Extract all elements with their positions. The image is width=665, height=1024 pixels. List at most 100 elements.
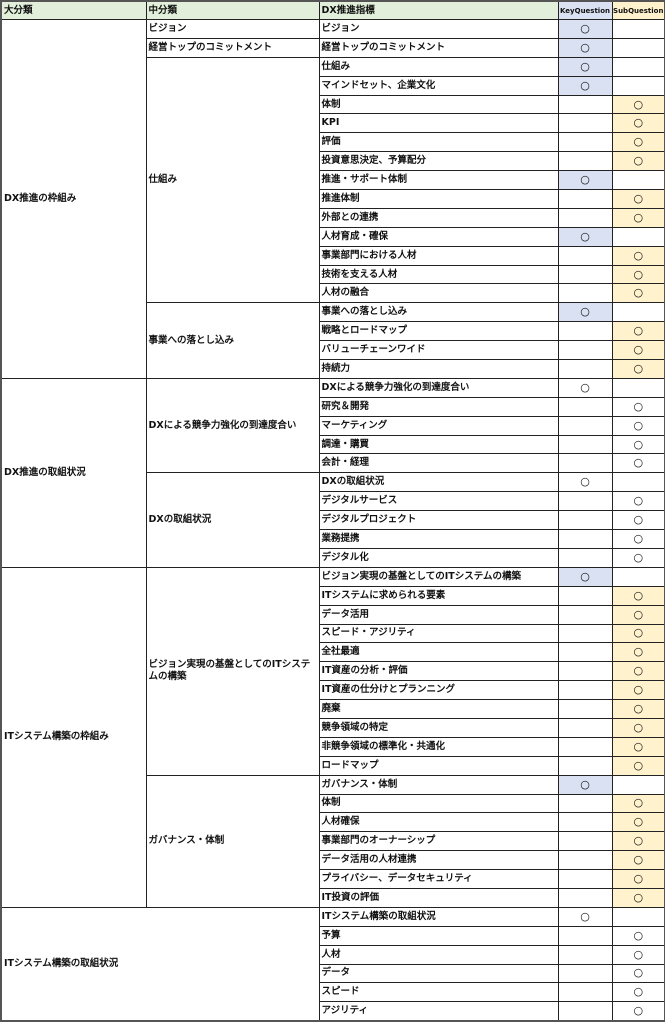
key-question-mark: ○ bbox=[557, 56, 613, 77]
sub-question-mark: ○ bbox=[611, 207, 665, 228]
middle-category: ビジョン bbox=[145, 19, 320, 39]
sub-question-mark: ○ bbox=[611, 887, 665, 908]
middle-category: ビジョン実現の基盤としてのITシステムの構築 bbox=[145, 566, 320, 776]
sub-question-mark: ○ bbox=[611, 604, 665, 625]
key-question-mark bbox=[557, 453, 613, 474]
key-question-mark bbox=[557, 680, 613, 701]
indicator-label: IT投資の評価 bbox=[318, 887, 559, 908]
indicator-label: 技術を支える人材 bbox=[318, 264, 559, 285]
middle-category: ガバナンス・体制 bbox=[145, 774, 320, 908]
indicator-label: 仕組み bbox=[318, 56, 559, 77]
key-question-mark bbox=[557, 755, 613, 776]
table-row: ガバナンス・体制ガバナンス・体制 ○ bbox=[1, 774, 665, 908]
table-row: IT資産の仕分けとプランニング○ bbox=[1, 680, 665, 701]
key-question-mark bbox=[557, 925, 613, 946]
indicator-label: アジリティ bbox=[318, 1001, 559, 1022]
key-question-mark bbox=[557, 434, 613, 455]
table-row: 体制○ bbox=[1, 94, 665, 115]
indicator-label: 業務提携 bbox=[318, 529, 559, 549]
key-question-mark bbox=[557, 699, 613, 719]
sub-question-mark: ○ bbox=[611, 963, 665, 984]
indicator-label: ITシステムに求められる要素 bbox=[318, 585, 559, 606]
sub-question-mark: ○ bbox=[611, 585, 665, 606]
sub-question-mark: ○ bbox=[611, 642, 665, 663]
sub-question-mark: ○ bbox=[611, 132, 665, 153]
key-question-mark bbox=[557, 623, 613, 644]
table-row: IT資産の分析・評価○ bbox=[1, 661, 665, 682]
middle-category: 経営トップのコミットメント bbox=[145, 37, 320, 58]
indicator-label: IT資産の仕分けとプランニング bbox=[318, 680, 559, 701]
table-row: 人材○ bbox=[1, 944, 665, 965]
indicator-label: 人材の融合 bbox=[318, 283, 559, 304]
key-question-mark bbox=[557, 245, 613, 266]
table-row: 人材の融合○ bbox=[1, 283, 665, 304]
key-question-mark bbox=[557, 94, 613, 115]
sub-question-mark: ○ bbox=[611, 321, 665, 342]
sub-question-mark: ○ bbox=[611, 736, 665, 757]
middle-category: 事業への落とし込み bbox=[145, 302, 320, 379]
indicator-label: ガバナンス・体制 bbox=[318, 774, 559, 795]
key-question-mark: ○ bbox=[557, 170, 613, 191]
indicator-label: 予算 bbox=[318, 925, 559, 946]
sub-question-mark: ○ bbox=[611, 623, 665, 644]
indicator-label: 研究＆開発 bbox=[318, 396, 559, 417]
indicator-label: 評価 bbox=[318, 132, 559, 153]
header-middle: 中分類 bbox=[145, 0, 320, 20]
sub-question-mark bbox=[611, 19, 665, 39]
table-row: 調達・購買○ bbox=[1, 434, 665, 455]
table-row: アジリティ ○ bbox=[1, 1001, 665, 1022]
sub-question-mark bbox=[611, 906, 665, 927]
key-question-mark bbox=[557, 887, 613, 908]
key-question-mark bbox=[557, 831, 613, 852]
indicator-label: 体制 bbox=[318, 793, 559, 814]
sub-question-mark: ○ bbox=[611, 793, 665, 814]
indicator-label: 競争領域の特定 bbox=[318, 717, 559, 738]
key-question-mark: ○ bbox=[557, 302, 613, 323]
table-row: プライバシー、データセキュリティ○ bbox=[1, 869, 665, 889]
table-row: 人材育成・確保○ bbox=[1, 226, 665, 247]
major-category: ITシステム構築の枠組み bbox=[0, 566, 147, 908]
key-question-mark bbox=[557, 661, 613, 682]
indicator-label: 体制 bbox=[318, 94, 559, 115]
table-row: 廃棄○ bbox=[1, 699, 665, 719]
indicator-label: 経営トップのコミットメント bbox=[318, 37, 559, 58]
sub-question-mark bbox=[611, 472, 665, 493]
table-row: 評価 ○ bbox=[1, 132, 665, 153]
indicator-label: スピード・アジリティ bbox=[318, 623, 559, 644]
indicator-label: 人材 bbox=[318, 944, 559, 965]
key-question-mark bbox=[557, 189, 613, 209]
table-row: ロードマップ○ bbox=[1, 755, 665, 776]
sub-question-mark: ○ bbox=[611, 1001, 665, 1022]
sub-question-mark bbox=[611, 377, 665, 398]
header-row: 大分類 中分類 DX推進指標 KeyQuestion SubQuestion bbox=[0, 0, 665, 20]
major-category: DX推進の取組状況 bbox=[0, 377, 147, 568]
key-question-mark bbox=[557, 113, 613, 134]
table-body: DX推進の枠組みビジョンビジョン○経営トップのコミットメント経営トップのコミット… bbox=[0, 19, 665, 1022]
sub-question-mark: ○ bbox=[611, 982, 665, 1003]
indicator-label: プライバシー、データセキュリティ bbox=[318, 869, 559, 889]
indicator-label: 事業への落とし込み bbox=[318, 302, 559, 323]
table-row: DX推進の枠組みビジョンビジョン○ bbox=[0, 19, 665, 379]
key-question-mark bbox=[557, 396, 613, 417]
table-row: 仕組み仕組み○ bbox=[1, 56, 665, 304]
sub-question-mark bbox=[611, 37, 665, 58]
key-question-mark bbox=[557, 264, 613, 285]
key-question-mark: ○ bbox=[557, 226, 613, 247]
header-key-question: KeyQuestion bbox=[557, 0, 613, 20]
key-question-mark bbox=[557, 321, 613, 342]
indicator-label: DXの取組状況 bbox=[318, 472, 559, 493]
sub-question-mark: ○ bbox=[611, 925, 665, 946]
table-row: スピード○ bbox=[1, 982, 665, 1003]
header-sub-question: SubQuestion bbox=[611, 0, 665, 20]
table-row: 予算 ○ bbox=[1, 925, 665, 946]
key-question-mark bbox=[557, 982, 613, 1003]
sub-question-mark bbox=[611, 75, 665, 96]
indicator-label: 全社最適 bbox=[318, 642, 559, 663]
sub-question-mark bbox=[611, 774, 665, 795]
indicator-label: ビジョン bbox=[318, 19, 559, 39]
sub-question-mark: ○ bbox=[611, 245, 665, 266]
key-question-mark bbox=[557, 283, 613, 304]
indicator-label: ビジョン実現の基盤としてのITシステムの構築 bbox=[318, 566, 559, 587]
indicator-label: 戦略とロードマップ bbox=[318, 321, 559, 342]
